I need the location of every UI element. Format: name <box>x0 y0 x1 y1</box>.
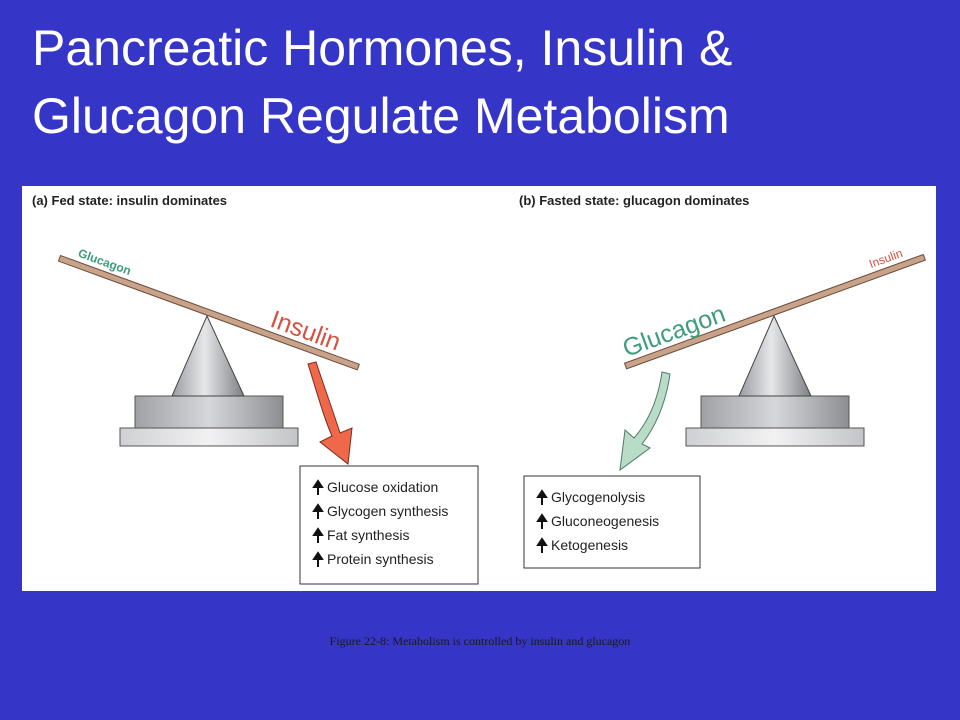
slide-title: Pancreatic Hormones, Insulin & Glucagon … <box>32 14 932 150</box>
seesaw-diagram: (a) Fed state: insulin dominates Glucago… <box>32 193 927 585</box>
figure-panel: (a) Fed state: insulin dominates Glucago… <box>22 186 936 591</box>
panel-fed: (a) Fed state: insulin dominates Glucago… <box>32 193 479 585</box>
fed-effect-3: Fat synthesis <box>327 527 409 543</box>
fasted-arrow <box>619 371 671 472</box>
fed-effect-1: Glucose oxidation <box>327 479 438 495</box>
fasted-base-plate <box>685 427 865 447</box>
fasted-effects-box <box>523 475 701 569</box>
list-item: Fat synthesis <box>312 527 409 543</box>
fasted-effects-list: Glycogenolysis Gluconeogenesis Ketogenes… <box>536 489 659 553</box>
fed-base-block <box>134 395 284 429</box>
panel-fasted: (b) Fasted state: glucagon dominates Glu… <box>519 193 927 569</box>
panel-fed-title: (a) Fed state: insulin dominates <box>32 193 227 208</box>
slide-title-line-1: Pancreatic Hormones, Insulin & <box>32 20 733 76</box>
fasted-fulcrum <box>738 314 812 397</box>
fed-effect-4: Protein synthesis <box>327 551 434 567</box>
up-arrow-icon <box>536 537 548 553</box>
panel-fasted-title: (b) Fasted state: glucagon dominates <box>519 193 749 208</box>
list-item: Glycogen synthesis <box>312 503 448 519</box>
fasted-effect-3: Ketogenesis <box>551 537 628 553</box>
up-arrow-icon <box>312 479 324 495</box>
list-item: Protein synthesis <box>312 551 434 567</box>
up-arrow-icon <box>312 551 324 567</box>
fasted-glucagon-label: Glucagon <box>619 300 729 363</box>
up-arrow-icon <box>312 527 324 543</box>
fed-fulcrum <box>171 314 245 397</box>
figure-caption: Figure 22-8: Metabolism is controlled by… <box>329 634 631 648</box>
fed-effects-list: Glucose oxidation Glycogen synthesis Fat… <box>312 479 448 567</box>
list-item: Glycogenolysis <box>536 489 645 505</box>
fed-effect-2: Glycogen synthesis <box>327 503 448 519</box>
up-arrow-icon <box>536 489 548 505</box>
up-arrow-icon <box>312 503 324 519</box>
fed-effects-box <box>299 465 479 585</box>
up-arrow-icon <box>536 513 548 529</box>
fasted-base-block <box>700 395 850 429</box>
fasted-effect-2: Gluconeogenesis <box>551 513 659 529</box>
slide-title-line-2: Glucagon Regulate Metabolism <box>32 88 730 144</box>
list-item: Glucose oxidation <box>312 479 438 495</box>
fed-arrow <box>307 361 353 465</box>
fed-base-plate <box>119 427 299 447</box>
fasted-effect-1: Glycogenolysis <box>551 489 645 505</box>
list-item: Gluconeogenesis <box>536 513 659 529</box>
list-item: Ketogenesis <box>536 537 628 553</box>
